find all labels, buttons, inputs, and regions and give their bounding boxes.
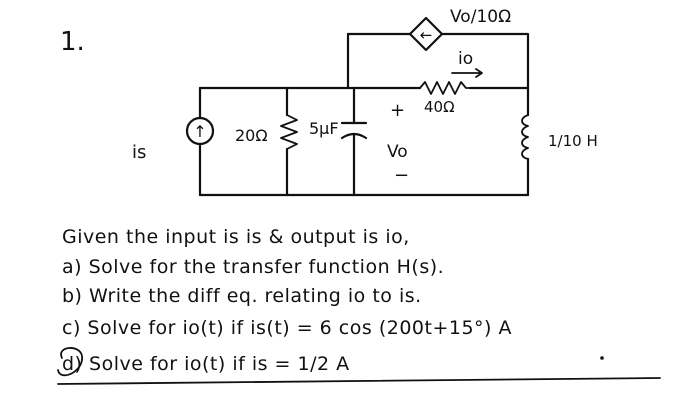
dep-source-arrow: ← — [420, 26, 433, 44]
question-d: d) Solve for io(t) if is = 1/2 A — [62, 353, 350, 375]
r2-zigzag — [419, 81, 471, 95]
r1-zigzag — [280, 114, 298, 150]
current-source-arrow-icon: ↑ — [193, 122, 206, 141]
io-label: io — [458, 49, 473, 69]
inductor-label: 1/10 H — [548, 132, 598, 150]
dep-loop-left — [346, 32, 412, 90]
question-c: c) Solve for io(t) if is(t) = 6 cos (200… — [62, 317, 512, 339]
current-source-circle — [185, 116, 215, 146]
inductor-coil — [521, 114, 529, 160]
part-d-circle — [57, 347, 83, 377]
r2-label: 40Ω — [424, 98, 455, 116]
dependent-source-diamond — [408, 16, 444, 52]
question-intro: Given the input is is & output is io, — [62, 226, 410, 248]
dep-loop-right — [440, 32, 530, 90]
cap-label: 5μF — [309, 119, 339, 138]
vo-label: Vo — [387, 142, 408, 162]
source-label: is — [132, 142, 146, 163]
dep-source-label: Vo/10Ω — [450, 7, 511, 27]
cap-minus: − — [394, 165, 409, 186]
question-b: b) Write the diff eq. relating io to is. — [62, 285, 422, 307]
problem-number: 1. — [60, 27, 85, 57]
r1-label: 20Ω — [235, 126, 268, 145]
question-a: a) Solve for the transfer function H(s). — [62, 256, 444, 278]
stray-dot — [600, 356, 604, 360]
io-arrow-icon — [451, 68, 483, 78]
part-d-underline — [57, 377, 661, 385]
cap-plus: + — [390, 100, 405, 121]
